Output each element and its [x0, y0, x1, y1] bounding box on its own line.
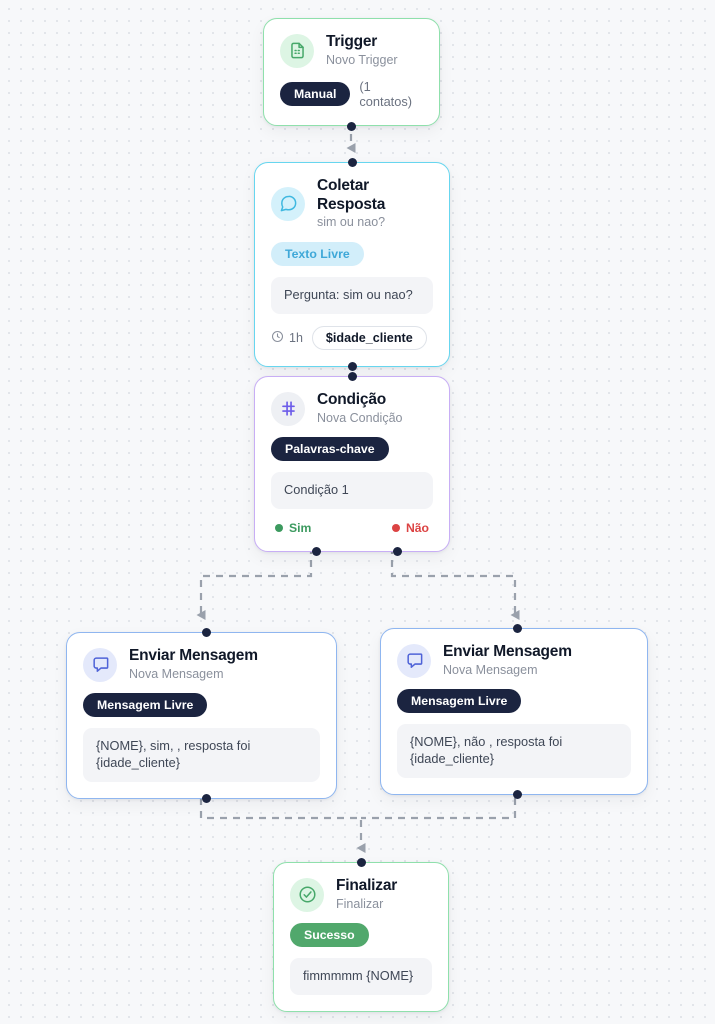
node-badge-row: Manual (1 contatos) — [280, 79, 423, 109]
status-badge: Mensagem Livre — [397, 689, 522, 714]
status-badge: Mensagem Livre — [83, 693, 208, 718]
node-coletar-resposta[interactable]: Coletar Resposta sim ou nao? Texto Livre… — [254, 157, 450, 372]
node-title: Coletar Resposta — [317, 177, 386, 213]
node-header: Trigger Novo Trigger — [280, 33, 423, 68]
node-body-text: {NOME}, sim, , resposta foi {idade_clien… — [83, 728, 320, 782]
node-title: Trigger — [326, 33, 378, 50]
node-title: Enviar Mensagem — [443, 643, 572, 660]
port-input[interactable] — [513, 623, 522, 633]
node-subtitle: sim ou nao? — [317, 215, 386, 230]
port-output[interactable] — [202, 794, 211, 804]
node-title: Finalizar — [336, 877, 398, 894]
node-badge-row: Mensagem Livre — [397, 689, 631, 714]
node-condicao[interactable]: Condição Nova Condição Palavras-chave Co… — [254, 371, 450, 557]
node-subtitle: Novo Trigger — [326, 52, 398, 67]
node-trigger[interactable]: Trigger Novo Trigger Manual (1 contatos) — [263, 18, 440, 131]
node-finalizar[interactable]: Finalizar Finalizar Sucesso fimmmmm {NOM… — [273, 857, 449, 1012]
port-input[interactable] — [347, 157, 357, 167]
message-square-icon — [397, 643, 431, 678]
document-icon — [280, 33, 314, 68]
node-enviar-mensagem-sim[interactable]: Enviar Mensagem Nova Mensagem Mensagem L… — [66, 627, 337, 804]
clock-icon — [271, 330, 284, 346]
node-subtitle: Finalizar — [336, 896, 384, 911]
status-badge: Sucesso — [290, 923, 369, 948]
check-circle-icon — [290, 877, 324, 912]
node-badge-row: Palavras-chave — [271, 437, 433, 462]
timeout-indicator: 1h — [271, 330, 303, 346]
port-output[interactable] — [347, 121, 356, 131]
port-output-no[interactable] — [393, 547, 402, 557]
contacts-count: (1 contatos) — [359, 79, 413, 110]
timeout-value: 1h — [289, 330, 303, 345]
speech-bubble-icon — [271, 186, 305, 221]
node-body-text: Pergunta: sim ou nao? — [271, 276, 433, 314]
node-subtitle: Nova Condição — [317, 410, 403, 425]
node-title: Enviar Mensagem — [129, 647, 258, 664]
variable-chip[interactable]: $idade_cliente — [311, 325, 427, 350]
branch-no-dot-icon — [391, 523, 400, 532]
port-output-yes[interactable] — [312, 547, 321, 557]
node-badge-row: Texto Livre — [271, 241, 433, 266]
node-badge-row: Sucesso — [290, 923, 432, 948]
node-header: Finalizar Finalizar — [290, 877, 432, 912]
node-meta-row: 1h $idade_cliente — [271, 325, 433, 350]
node-badge-row: Mensagem Livre — [83, 693, 320, 718]
node-header: Condição Nova Condição — [271, 391, 433, 426]
branch-yes-label: Sim — [289, 520, 312, 535]
node-subtitle: Nova Mensagem — [443, 662, 538, 677]
node-subtitle: Nova Mensagem — [129, 666, 224, 681]
branch-no[interactable]: Não — [391, 520, 429, 535]
node-header: Enviar Mensagem Nova Mensagem — [83, 647, 320, 682]
status-badge: Manual — [280, 82, 351, 107]
status-badge: Palavras-chave — [271, 437, 389, 462]
port-input[interactable] — [202, 627, 211, 637]
branch-row: Sim Não — [271, 521, 433, 535]
port-input[interactable] — [347, 371, 357, 381]
port-output[interactable] — [513, 790, 522, 800]
branch-no-label: Não — [405, 520, 429, 535]
hash-icon — [271, 391, 305, 426]
node-title: Condição — [317, 391, 387, 408]
node-header: Coletar Resposta sim ou nao? — [271, 177, 433, 231]
node-body-text: fimmmmm {NOME} — [290, 958, 432, 995]
port-input[interactable] — [356, 857, 366, 867]
branch-yes-dot-icon — [275, 523, 283, 532]
status-badge: Texto Livre — [271, 241, 364, 266]
branch-yes[interactable]: Sim — [275, 521, 311, 535]
message-square-icon — [83, 647, 117, 682]
port-output[interactable] — [347, 362, 357, 372]
node-body-text: {NOME}, não , resposta foi {idade_client… — [397, 724, 631, 778]
node-body-text: Condição 1 — [271, 472, 433, 509]
node-header: Enviar Mensagem Nova Mensagem — [397, 643, 631, 678]
node-enviar-mensagem-nao[interactable]: Enviar Mensagem Nova Mensagem Mensagem L… — [380, 623, 648, 800]
